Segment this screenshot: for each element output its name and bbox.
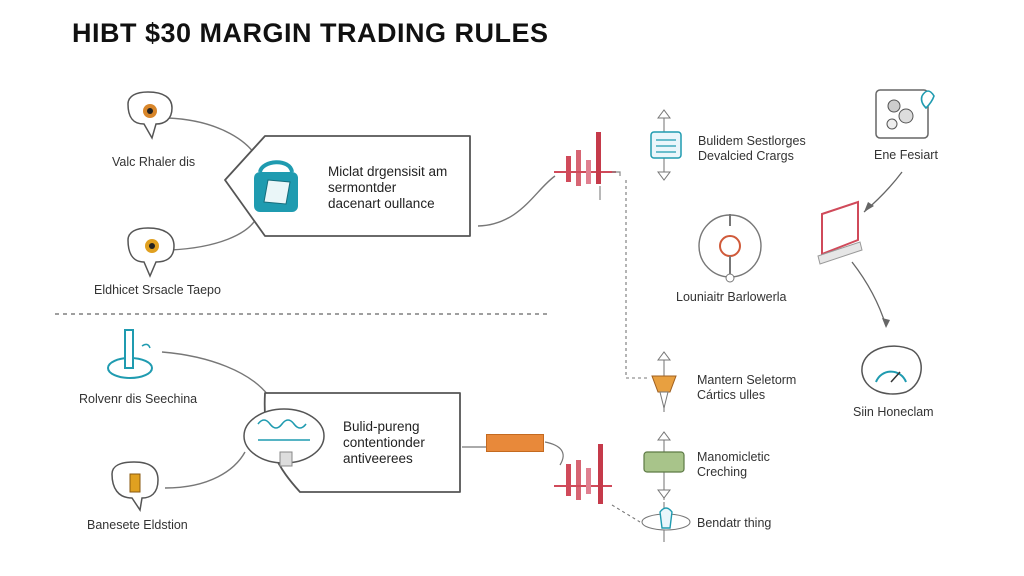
node-label: Eldhicet Srsacle Taepo (94, 283, 221, 297)
box-1-line: dacenart oullance (328, 196, 435, 211)
chip-icon (643, 431, 685, 500)
pen-icon (651, 351, 677, 412)
node-label: Banesete Eldstion (87, 518, 188, 532)
wallet-icon (254, 160, 298, 212)
red-bars-bottom (554, 444, 612, 504)
dashed-connector (611, 504, 641, 523)
chat-bubble-icon (127, 91, 173, 140)
chat-bubble-icon (127, 227, 175, 278)
dashed-connector (625, 180, 648, 379)
right-node-label: Bendatr thing (697, 516, 772, 530)
box-2-line: contentionder (343, 435, 425, 450)
price-tag-icon (817, 200, 863, 265)
far-right-label: Siin Honeclam (853, 405, 934, 419)
connector-line (164, 451, 246, 489)
box-2-line: antiveerees (343, 451, 413, 466)
node-label: Rolvenr dis Seechina (79, 392, 198, 406)
teal-badge-icon (243, 408, 325, 467)
calculator-icon (650, 109, 682, 181)
orange-tag (486, 434, 544, 452)
connector-line (599, 171, 621, 200)
joystick-icon (107, 329, 153, 379)
bulb-icon (641, 502, 691, 542)
connector-line (544, 441, 564, 466)
box-1-line: Miclat drgensisit am (328, 164, 448, 179)
far-right-label: Ene Fesiart (874, 148, 938, 162)
right-node-label: Louniaitr Barlowerla (676, 290, 787, 304)
page-title: HIBT $30 MARGIN TRADING RULES (72, 18, 549, 48)
node-label: Valc Rhaler dis (112, 155, 196, 169)
box-2-line: Bulid-pureng (343, 419, 420, 434)
box-1-line: sermontder (328, 180, 397, 195)
red-bars-top (554, 132, 616, 186)
chat-bubble-icon (111, 461, 159, 512)
arrow-connector (851, 261, 887, 327)
speedometer-icon (861, 345, 922, 395)
box-2-text: Bulid-pureng contentionder antiveerees (343, 419, 425, 467)
connector-line (477, 175, 556, 227)
gauge-icon (698, 214, 762, 283)
box-1-text: Miclat drgensisit am sermontder dacenart… (328, 164, 447, 212)
connector-line (169, 214, 259, 251)
connector-line (161, 351, 269, 396)
trade-card-icon (875, 89, 935, 139)
